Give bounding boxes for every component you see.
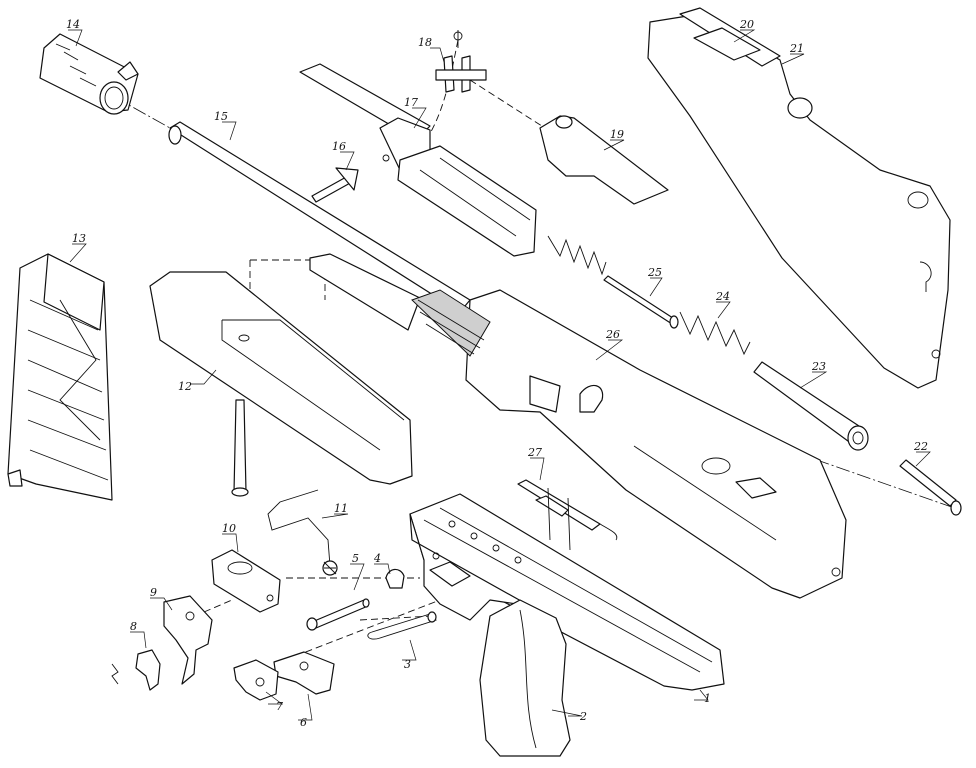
label-12: 12 [178,380,192,393]
label-1: 1 [704,692,711,705]
label-15: 15 [214,110,228,123]
label-2: 2 [579,710,587,723]
part-8 [111,649,161,691]
label-4: 4 [373,552,381,565]
part-14 [39,33,139,115]
label-21: 21 [789,42,804,55]
label-5: 5 [352,552,359,565]
part-23 [753,361,869,451]
part-3 [367,611,437,640]
label-3: 3 [404,658,411,671]
label-18: 18 [418,36,432,49]
label-7: 7 [276,700,283,713]
part-12 [149,271,413,497]
part-16 [311,167,359,203]
label-17: 17 [404,96,418,109]
part-7 [233,659,279,701]
part-25 [603,275,679,329]
part-26 [309,253,847,599]
part-2 [479,599,571,757]
label-20: 20 [739,18,754,31]
part-17 [299,63,537,257]
part-20 [693,27,761,61]
part-5 [306,598,370,631]
part-9 [163,595,213,685]
label-25: 25 [647,266,662,279]
part-22 [899,459,962,516]
label-9: 9 [150,586,157,599]
label-26: 26 [605,328,620,341]
part-11 [267,489,338,576]
part-18 [435,30,487,93]
label-6: 6 [300,716,307,729]
part-27 [517,479,618,551]
part-4 [385,568,405,589]
label-14: 14 [66,18,80,31]
label-16: 16 [332,140,346,153]
part-6 [273,651,335,695]
label-10: 10 [222,522,236,535]
label-11: 11 [334,502,348,515]
label-19: 19 [610,128,624,141]
part-labels: 14 15 16 17 18 19 20 21 13 12 25 24 26 2… [66,18,928,729]
label-22: 22 [913,440,928,453]
label-24: 24 [715,290,730,303]
label-13: 13 [72,232,86,245]
label-23: 23 [811,360,826,373]
leader-lines [68,29,931,721]
part-13 [7,253,113,501]
part-1 [409,493,725,691]
part-24 [547,235,751,356]
part-10 [211,549,281,613]
part-21 [647,7,951,389]
part-19 [539,115,669,205]
label-8: 8 [130,620,137,633]
label-27: 27 [527,446,542,459]
